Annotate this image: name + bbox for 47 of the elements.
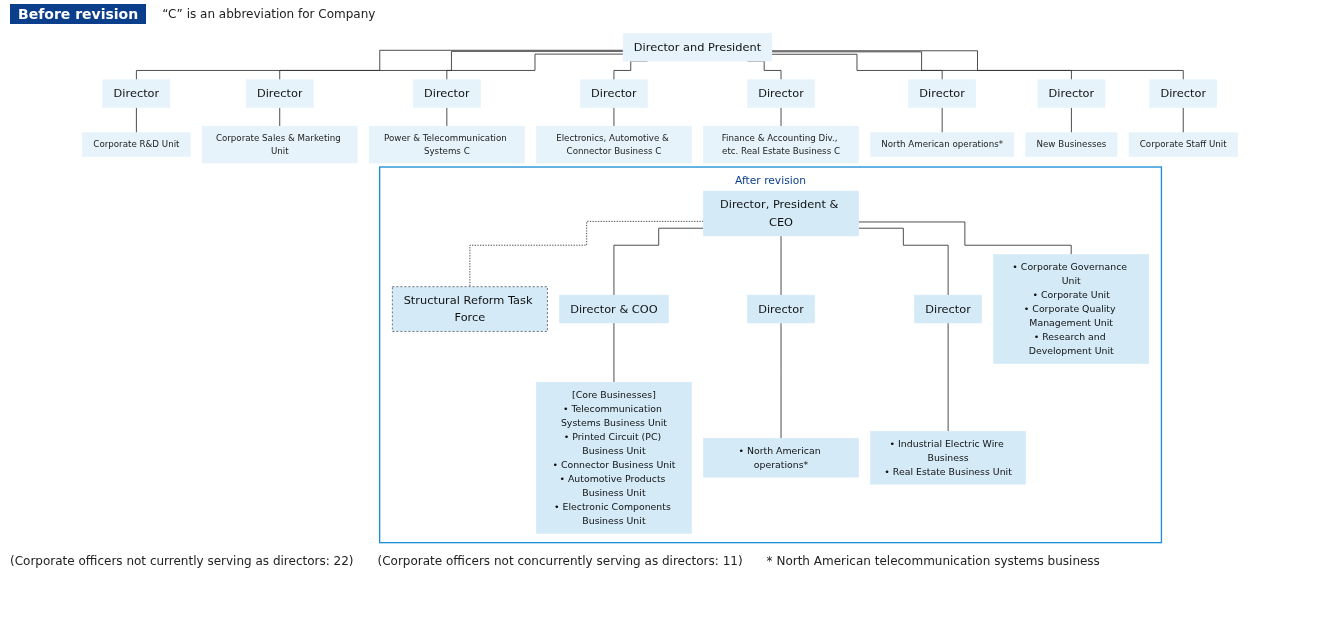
section-tag: Before revision (10, 4, 147, 24)
node-box: Director (913, 294, 982, 324)
connector (468, 220, 704, 288)
node-box: Corporate Staff Unit (1128, 132, 1238, 157)
connector (278, 50, 624, 81)
node-box: Corporate Sales & Marketing Unit (201, 125, 358, 164)
node-box: Director (102, 79, 170, 108)
node-box: Director, President & CEO (702, 190, 859, 237)
connector (941, 107, 943, 134)
node-box: Electronics, Automotive & Connector Business C (535, 125, 692, 164)
node-box: [Core Businesses] • Telecommunication Systems Business Unit • Printed Circuit (PC) Business Unit • Connector Business Unit • Automotive Products Business Unit • Electronic Components Business Unit (535, 381, 692, 534)
node-box: • North American operations* (702, 438, 859, 478)
connector (278, 107, 280, 127)
node-box: • Industrial Electric Wire Business • Real Estate Business Unit (869, 431, 1026, 485)
node-box: Director and President (622, 33, 772, 62)
connector (1182, 107, 1184, 134)
node-box: Power & Telecommunication Systems C (368, 125, 525, 164)
node-box: Director (579, 79, 648, 108)
node-box: Structural Reform Task Force (391, 286, 548, 332)
node-box: Director (907, 79, 976, 108)
node-box: Director (412, 79, 481, 108)
connector (770, 51, 1072, 81)
node-box: Director & COO (558, 294, 669, 324)
node-box: North American operations* (869, 132, 1014, 157)
connector (770, 50, 1184, 81)
connector (135, 107, 137, 134)
connector (135, 49, 624, 81)
note: (Corporate officers not concurrently serving as directors: 11) (377, 554, 743, 568)
note: (Corporate officers not currently serving as directors: 22) (10, 554, 354, 568)
connector (445, 53, 624, 81)
connector (613, 227, 704, 296)
node-box: Director (245, 79, 314, 108)
node-box: Director (1037, 79, 1105, 108)
node-box: Director (746, 294, 815, 324)
node-box: Director (746, 79, 815, 108)
footnote: * North American telecommunication systems business (766, 554, 1100, 568)
node-box: • Corporate Governance Unit • Corporate Unit • Corporate Quality Management Unit • Research and Development Unit (992, 254, 1149, 364)
connector (857, 227, 949, 296)
connector (1070, 107, 1072, 134)
connector (445, 107, 447, 127)
node-box: New Businesses (1024, 132, 1117, 157)
note: “C” is an abbreviation for Company (162, 7, 376, 21)
connector (857, 221, 1072, 255)
node-box: Finance & Accounting Div., etc. Real Estate Business C (702, 125, 859, 164)
node-box: Corporate R&D Unit (81, 132, 190, 157)
node-box: Director (1148, 79, 1217, 108)
connector (770, 53, 943, 81)
